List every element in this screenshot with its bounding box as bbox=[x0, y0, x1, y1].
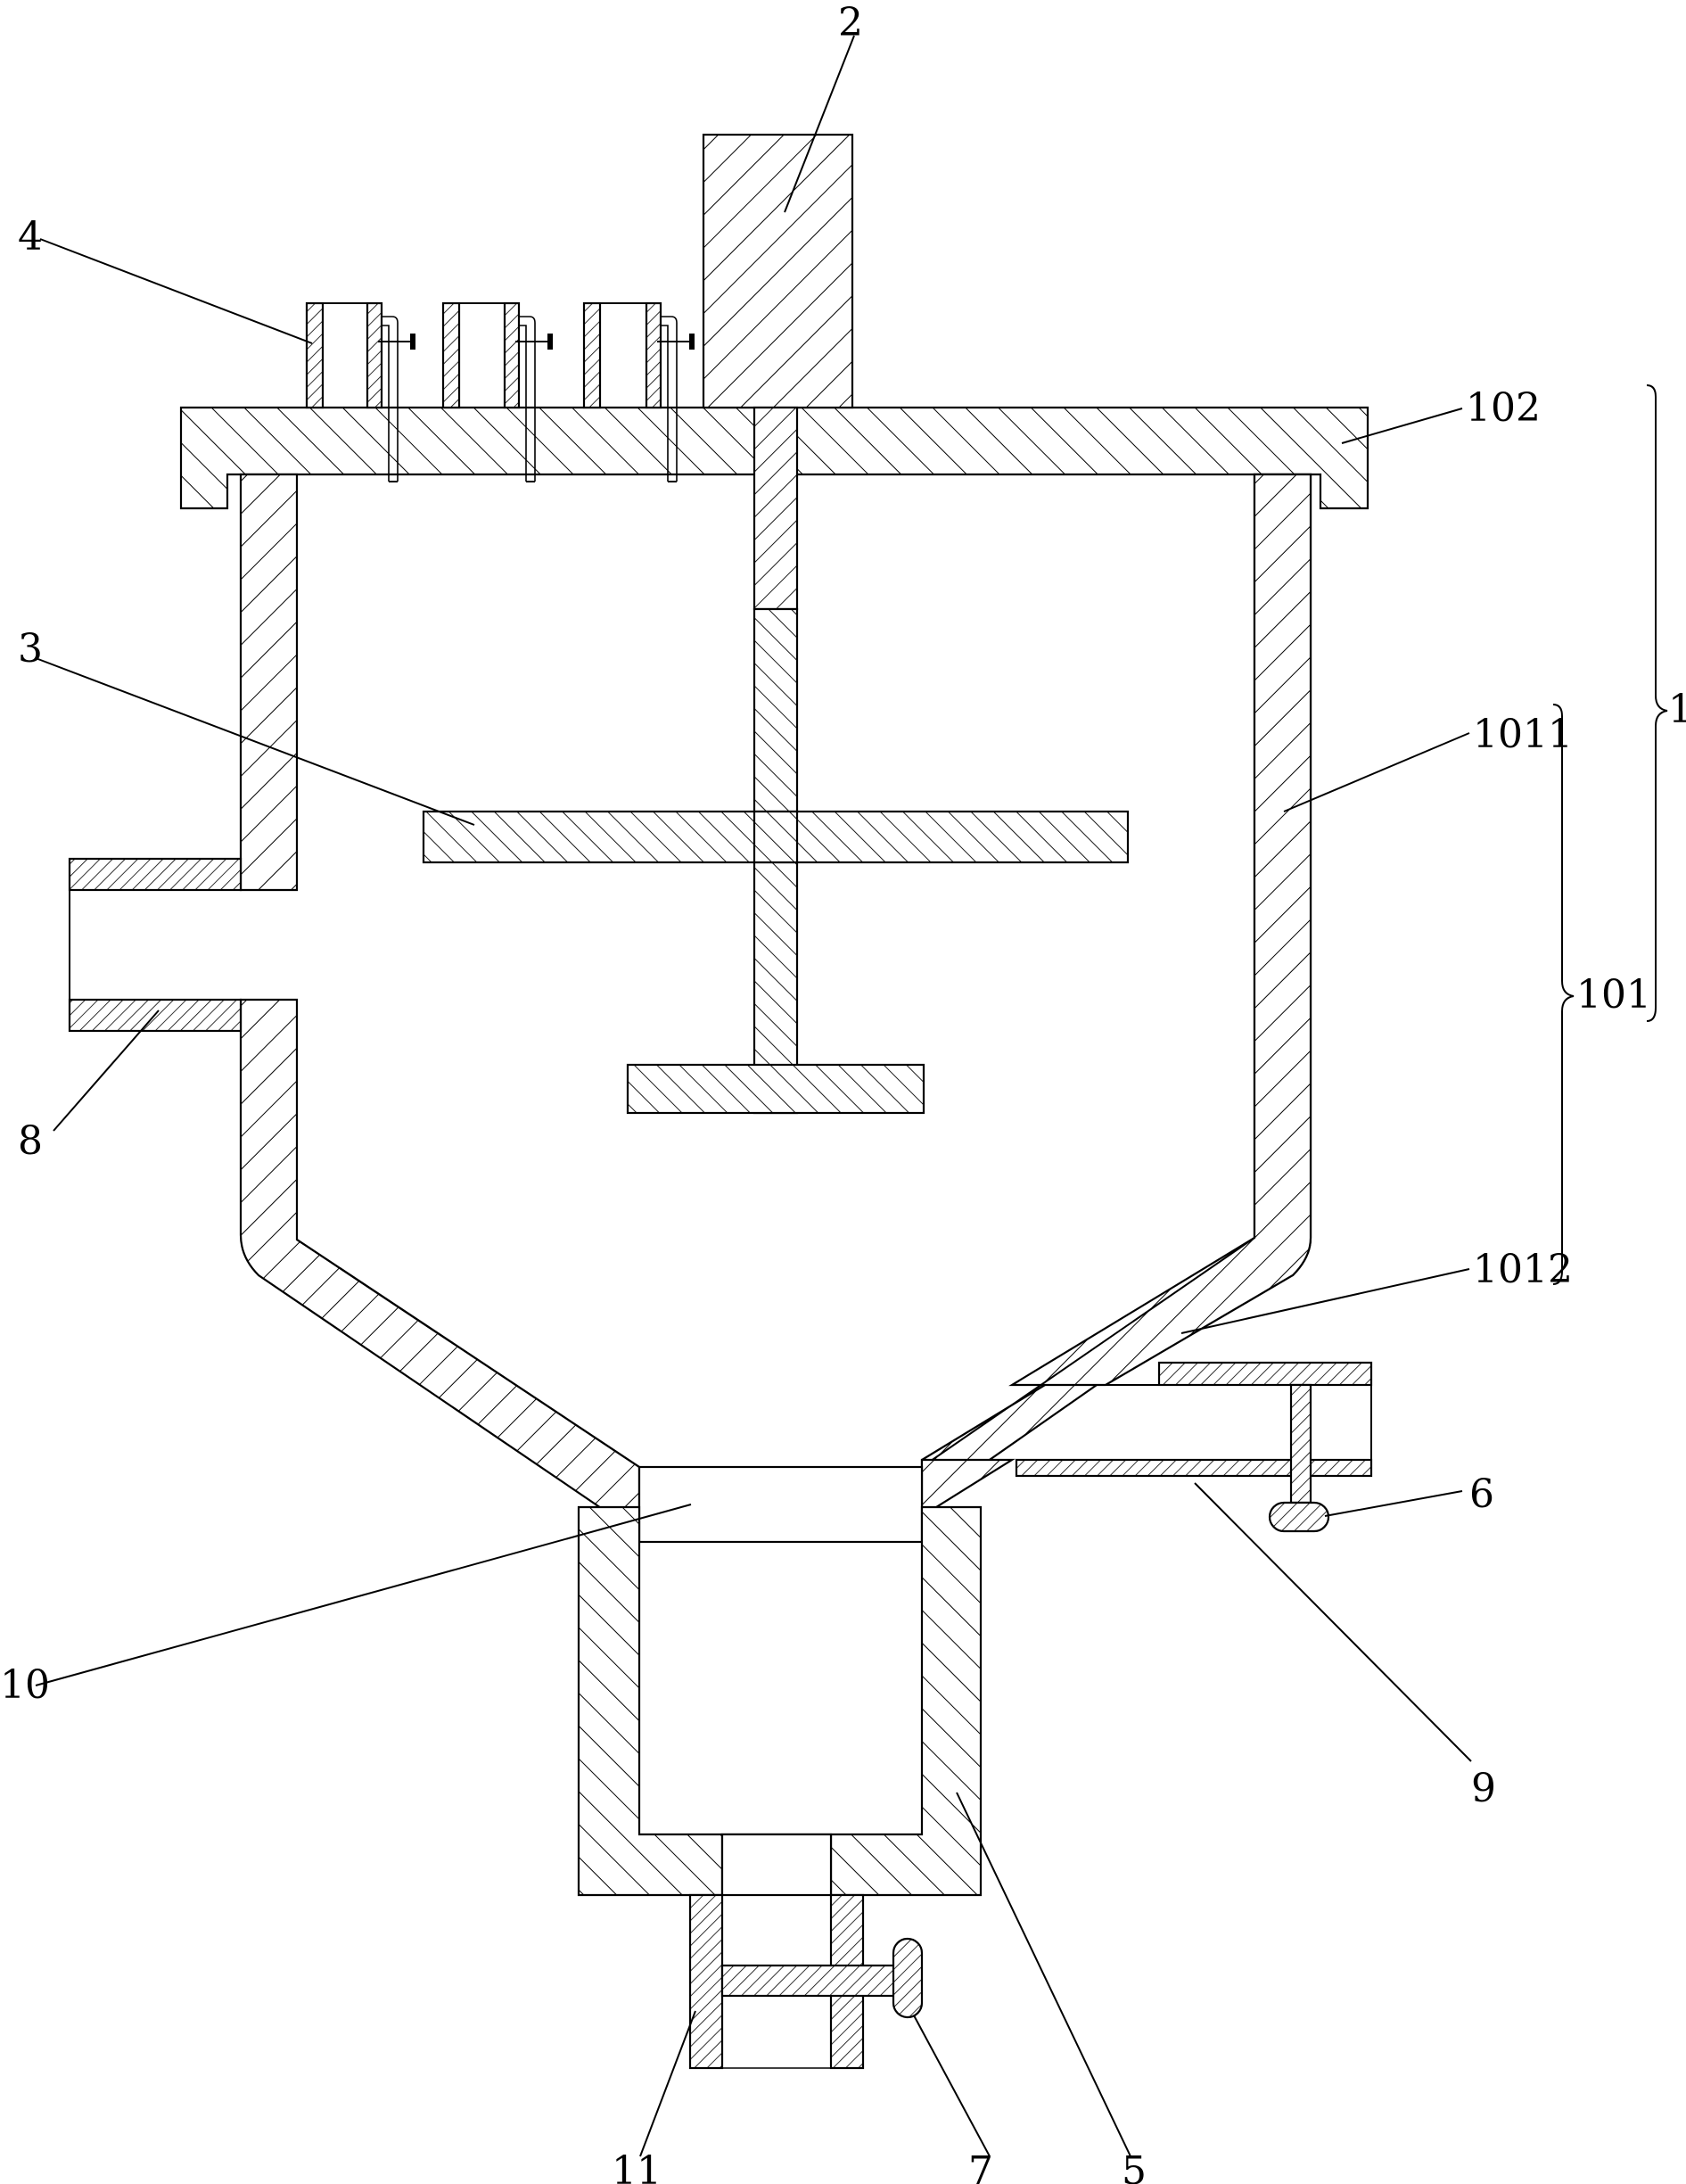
label-7: 7 bbox=[968, 2148, 993, 2184]
brace-101 bbox=[1552, 704, 1575, 1285]
label-3: 3 bbox=[18, 626, 43, 672]
label-10: 10 bbox=[0, 1662, 50, 1708]
bottom-valve bbox=[688, 1893, 924, 2070]
motor bbox=[702, 133, 854, 409]
label-6: 6 bbox=[1469, 1471, 1494, 1517]
feeder-1 bbox=[305, 301, 415, 482]
label-1: 1 bbox=[1668, 687, 1686, 732]
label-2: 2 bbox=[838, 0, 863, 45]
label-11: 11 bbox=[612, 2148, 662, 2184]
brace-1 bbox=[1646, 384, 1668, 1022]
label-8: 8 bbox=[18, 1118, 43, 1164]
tank-body bbox=[239, 473, 1312, 1518]
leader-lines bbox=[35, 35, 1472, 2157]
label-102: 102 bbox=[1466, 385, 1541, 431]
collection-box bbox=[577, 1505, 983, 1897]
stirring-shaft bbox=[753, 406, 799, 1115]
outlet-pipe bbox=[1012, 1361, 1373, 1533]
feeder-2 bbox=[441, 301, 553, 482]
feeder-3 bbox=[582, 301, 695, 482]
feeders bbox=[305, 301, 695, 482]
discharge-channel bbox=[637, 1465, 924, 1544]
label-1011: 1011 bbox=[1473, 712, 1573, 757]
label-4: 4 bbox=[18, 214, 43, 260]
label-9: 9 bbox=[1471, 1766, 1496, 1811]
label-101: 101 bbox=[1576, 972, 1651, 1018]
stirring-blades bbox=[422, 810, 1130, 1115]
label-1012: 1012 bbox=[1473, 1247, 1573, 1292]
label-5: 5 bbox=[1122, 2148, 1147, 2184]
